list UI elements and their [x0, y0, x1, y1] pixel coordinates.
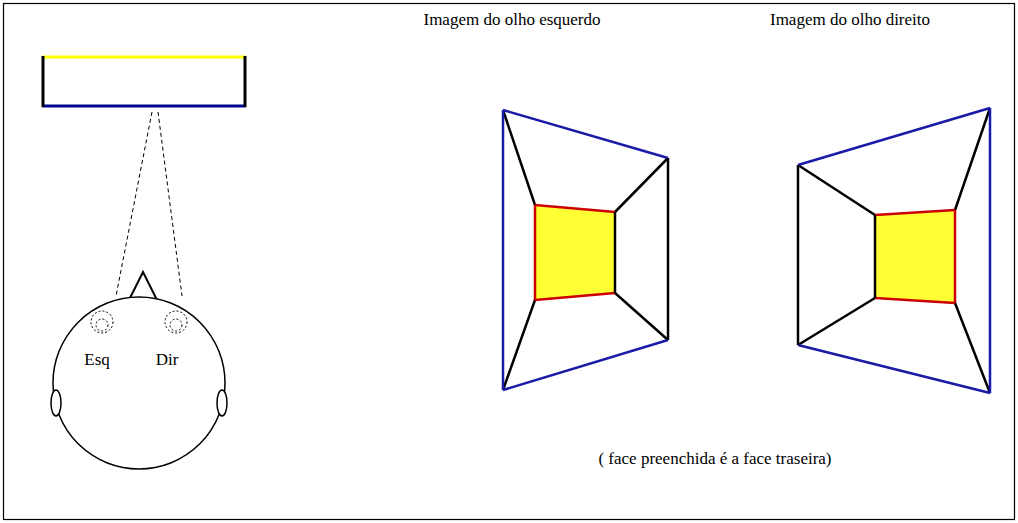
- frame: [4, 4, 1015, 520]
- box-top-view: [42, 56, 246, 107]
- eye-label: Dir: [156, 349, 179, 372]
- view-title: Imagem do olho direito: [770, 9, 930, 32]
- eyes: [91, 311, 187, 333]
- eye-label: Esq: [84, 349, 110, 372]
- left-eye-view: [503, 110, 668, 390]
- head: [51, 272, 227, 469]
- sight-lines: [116, 112, 182, 296]
- right-eye-view: [798, 108, 990, 393]
- caption-note: ( face preenchida é a face traseira): [590, 448, 840, 471]
- view-title: Imagem do olho esquerdo: [423, 9, 600, 32]
